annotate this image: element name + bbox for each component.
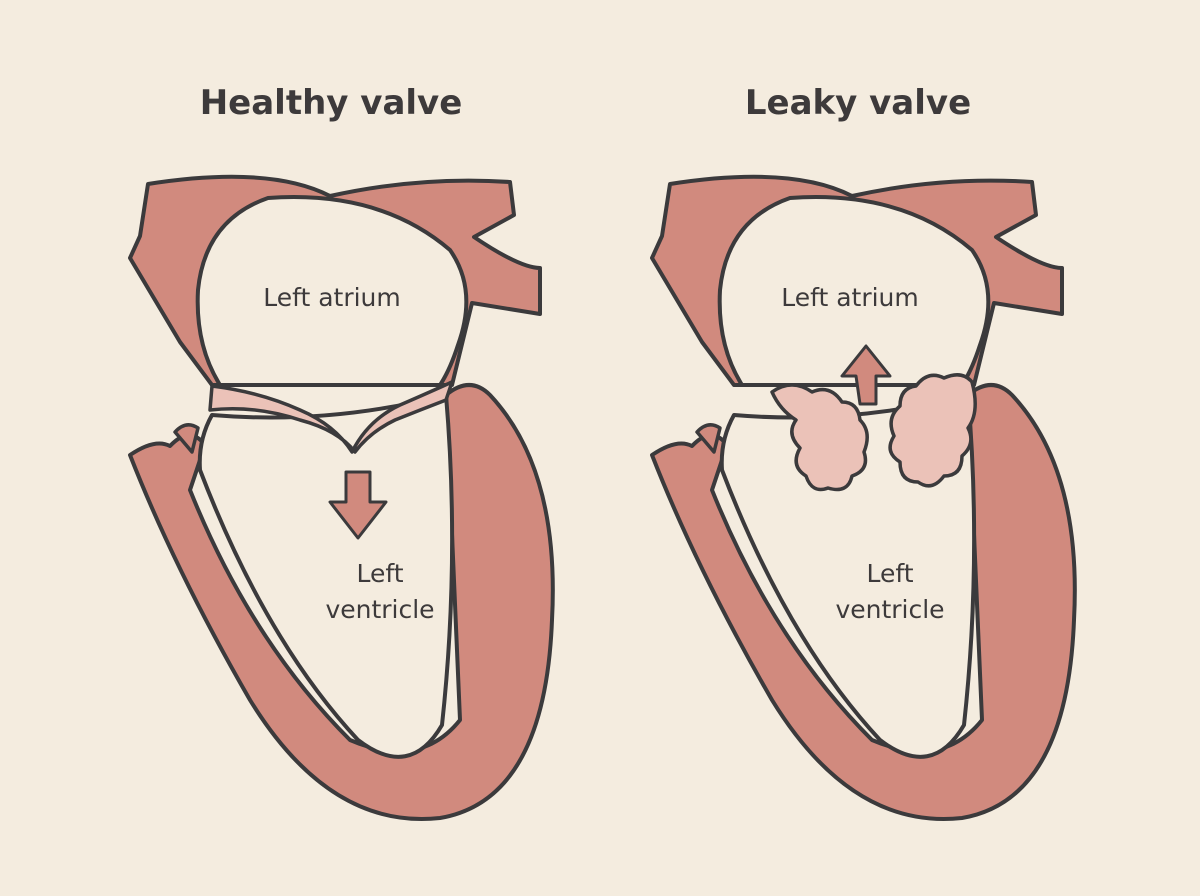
closed-valve-leaflets xyxy=(208,380,454,454)
ventricle-label-line2: ventricle xyxy=(835,595,944,624)
arrow-down-icon xyxy=(328,470,388,540)
panel-title: Leaky valve xyxy=(745,83,971,123)
heart-outline xyxy=(128,174,555,822)
atrium-label: Left atrium xyxy=(781,283,919,312)
ventricle-label-line1: Left xyxy=(866,559,913,588)
atrium-label: Left atrium xyxy=(263,283,401,312)
damaged-left-leaflet xyxy=(770,383,869,492)
ventricle-label-line2: ventricle xyxy=(325,595,434,624)
arrow-up-icon xyxy=(840,344,892,406)
panel-title: Healthy valve xyxy=(200,83,463,123)
damaged-right-leaflet xyxy=(888,373,977,488)
leaky-panel: Leaky valve Left atrium Left ventricle xyxy=(650,83,1077,822)
ventricle-label-line1: Left xyxy=(356,559,403,588)
healthy-panel: Healthy valve Left atrium Left ventricle xyxy=(128,83,555,822)
heart-outline xyxy=(650,174,1077,822)
